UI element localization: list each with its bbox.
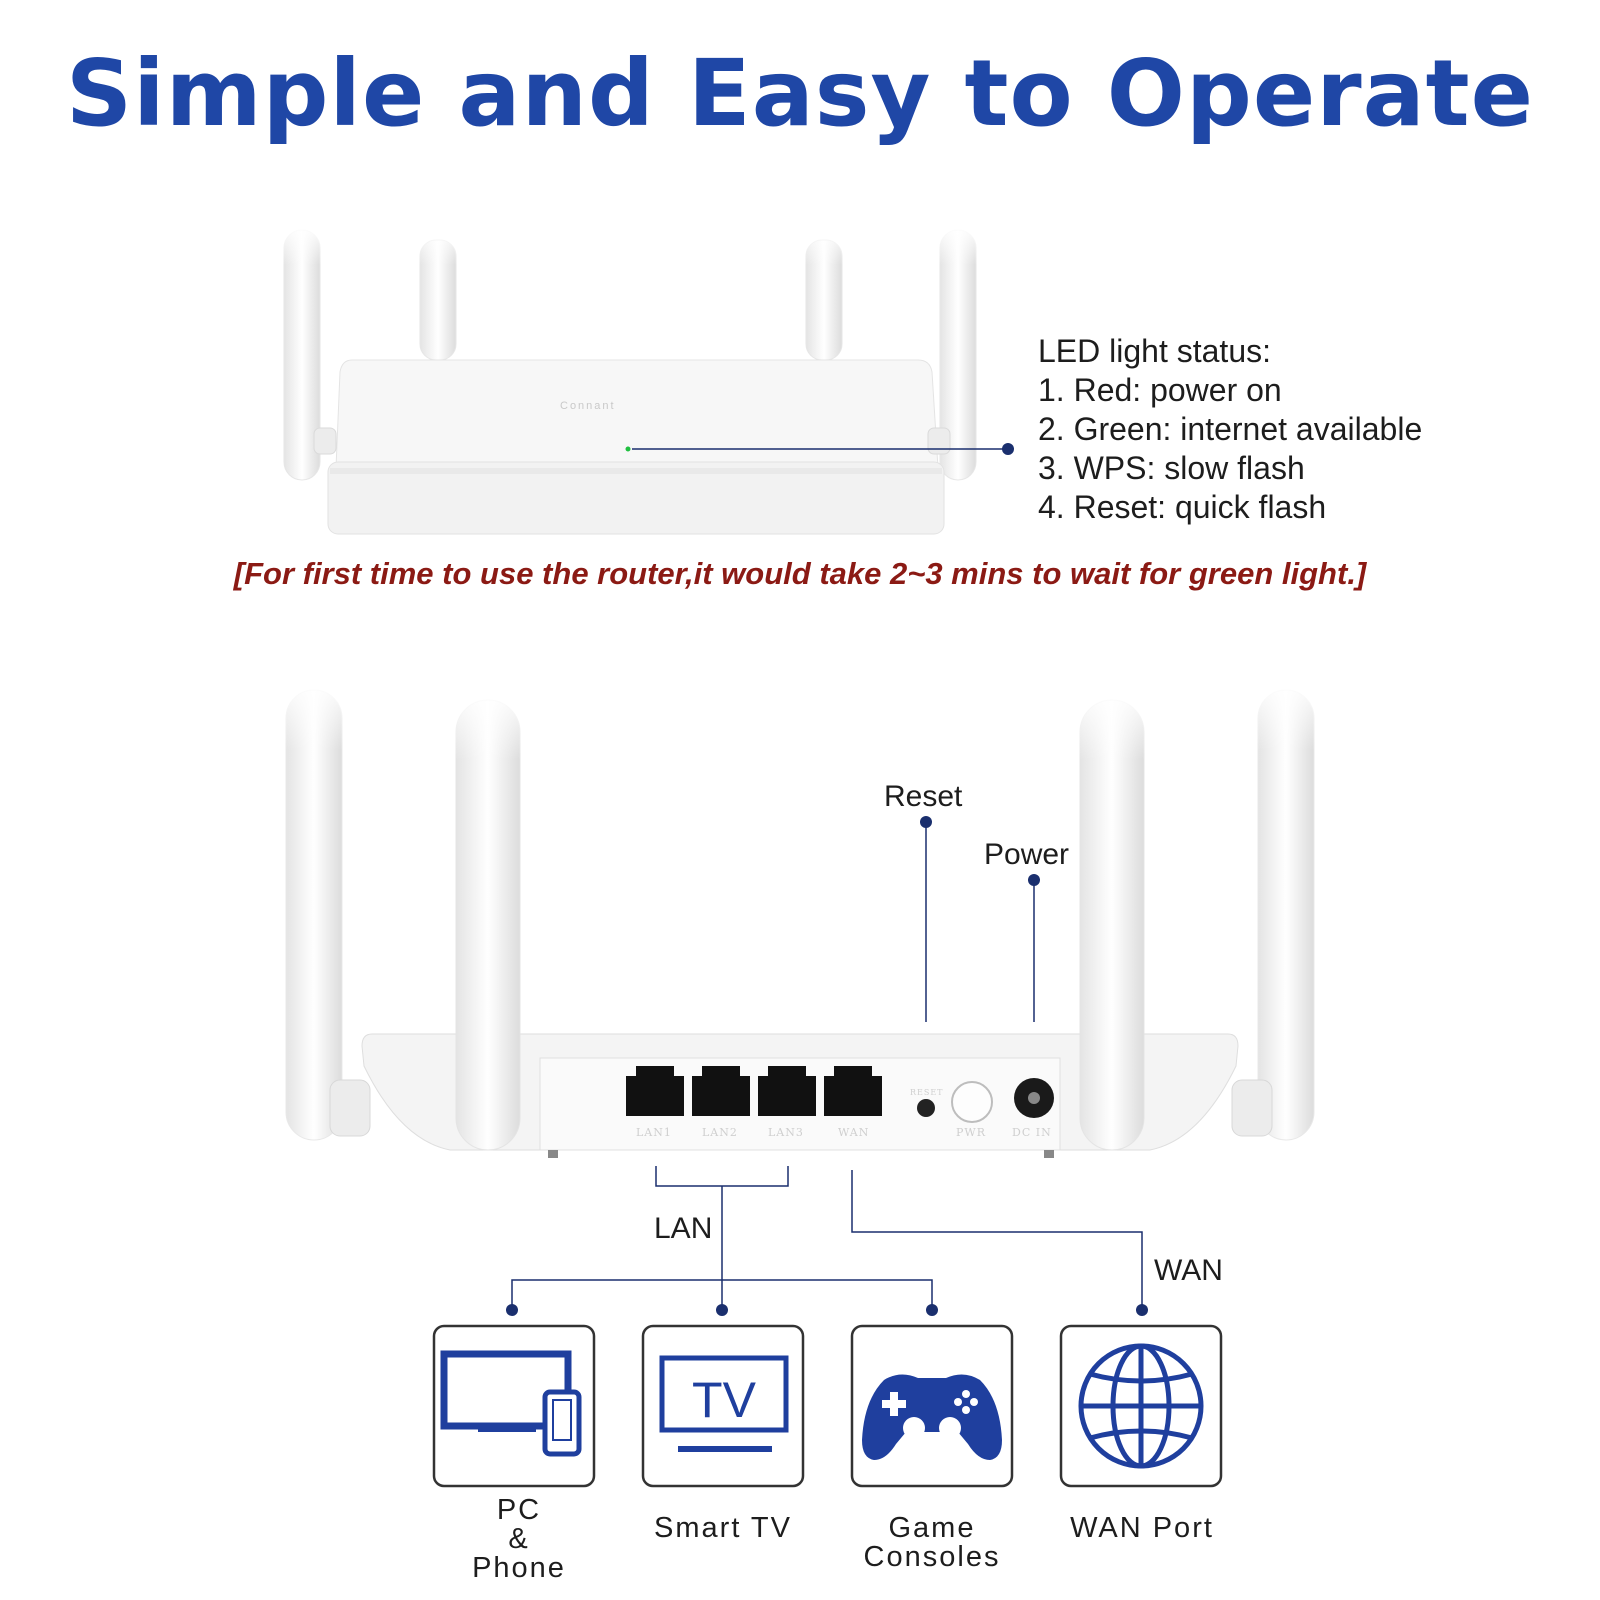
port-label-reset: RESET	[910, 1088, 944, 1097]
tv-icon: TV	[659, 1355, 789, 1452]
port-label-lan1: LAN1	[636, 1126, 672, 1139]
pc-phone-icon	[440, 1350, 582, 1457]
page-title: Simple and Easy to Operate	[65, 40, 1535, 147]
power-label: Power	[984, 838, 1070, 871]
globe-icon	[1078, 1343, 1204, 1469]
lan-label: LAN	[654, 1212, 713, 1245]
rear-router	[270, 680, 1330, 1158]
front-router	[270, 225, 990, 535]
lan-dot-game	[926, 1304, 938, 1316]
router-brand-text: Connant	[560, 400, 616, 412]
port-label-wan: WAN	[838, 1126, 870, 1139]
wan-label: WAN	[1154, 1254, 1223, 1287]
port-label-dc-in: DC IN	[1012, 1126, 1052, 1139]
device-label-game-consoles: Game Consoles	[863, 1512, 1001, 1573]
led-status-item-green: 2. Green: internet available	[1038, 411, 1423, 447]
device-label-wan-port: WAN Port	[1070, 1512, 1214, 1544]
power-button	[951, 1081, 993, 1123]
led-status-item-wps: 3. WPS: slow flash	[1038, 450, 1305, 486]
wan-dot	[1136, 1304, 1148, 1316]
lan-dot-tv	[716, 1304, 728, 1316]
gamepad-icon	[862, 1374, 1002, 1460]
led-status-item-red: 1. Red: power on	[1038, 372, 1282, 408]
reset-button	[917, 1099, 935, 1117]
lan1-port	[626, 1066, 684, 1116]
lan3-port	[758, 1066, 816, 1116]
led-callout-dot	[1002, 443, 1014, 455]
power-callout	[1028, 874, 1040, 1022]
lan-connector-lines	[511, 1166, 933, 1310]
led-status-item-reset: 4. Reset: quick flash	[1038, 489, 1327, 525]
first-use-notice: [For first time to use the router,it wou…	[233, 556, 1367, 591]
reset-callout	[920, 816, 932, 1022]
device-label-pc-phone: PC & Phone	[472, 1494, 566, 1584]
wan-connector-lines	[851, 1170, 1143, 1310]
port-label-lan3: LAN3	[768, 1126, 804, 1139]
port-label-lan2: LAN2	[702, 1126, 738, 1139]
lan-dot-pc	[506, 1304, 518, 1316]
reset-label: Reset	[884, 780, 963, 813]
port-label-pwr: PWR	[956, 1126, 986, 1139]
led-status-heading: LED light status:	[1038, 333, 1271, 369]
device-label-smart-tv: Smart TV	[654, 1512, 792, 1544]
wan-port	[824, 1066, 882, 1116]
led-indicator	[625, 446, 631, 452]
led-status-block: LED light status: 1. Red: power on 2. Gr…	[1038, 332, 1422, 527]
lan2-port	[692, 1066, 750, 1116]
tv-icon-text: TV	[692, 1372, 757, 1428]
